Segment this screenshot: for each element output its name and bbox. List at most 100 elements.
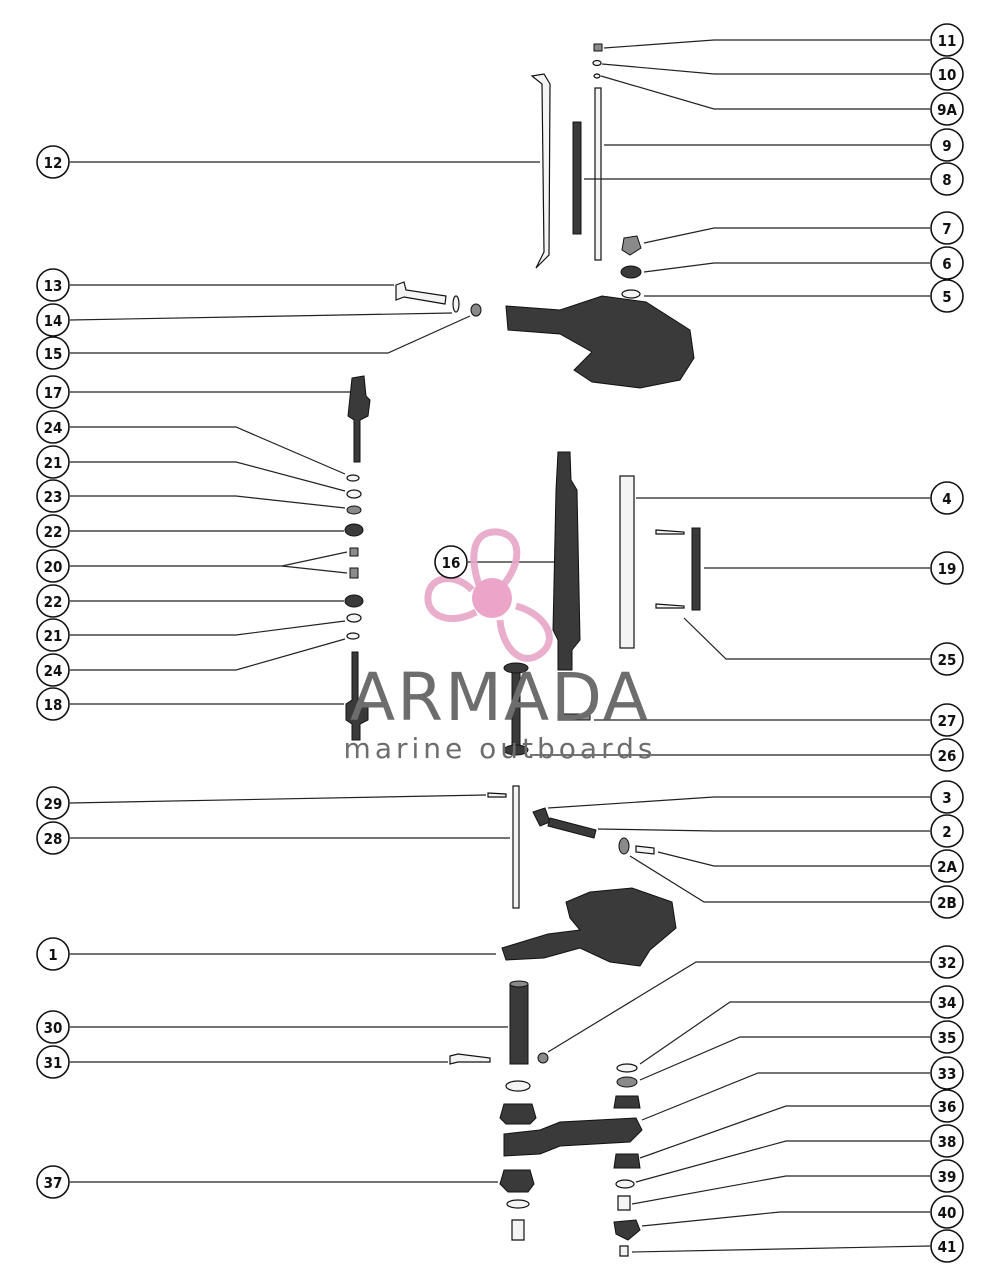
callout-circle — [930, 945, 964, 979]
callout-39: 39 — [930, 1159, 964, 1193]
callout-8: 8 — [930, 162, 964, 196]
callout-2b: 2B — [930, 885, 964, 919]
callout-14: 14 — [36, 303, 70, 337]
callout-label: 24 — [44, 662, 63, 680]
callout-label: 40 — [938, 1204, 957, 1222]
part-26-cap-top — [503, 662, 529, 674]
part-32-nut — [537, 1052, 549, 1064]
leader-24b — [70, 638, 346, 671]
callout-label: 3 — [942, 789, 951, 807]
callout-label: 12 — [44, 154, 63, 172]
part-9-rod — [594, 87, 602, 261]
callout-label: 37 — [44, 1174, 63, 1192]
part-8-grip — [572, 121, 582, 235]
callout-5: 5 — [930, 279, 964, 313]
callout-label: 11 — [938, 32, 957, 50]
part-36-bushing — [613, 1095, 641, 1109]
leader-21b — [70, 620, 346, 636]
callout-label: 13 — [44, 277, 63, 295]
callout-circle — [36, 1165, 70, 1199]
callout-15: 15 — [36, 336, 70, 370]
part-2b-washer — [618, 837, 630, 855]
callout-24a: 24 — [36, 410, 70, 444]
armada-watermark: ARMADA marine outboards — [344, 528, 652, 765]
part-mount-washer-bottom — [506, 1199, 530, 1209]
propeller-icon — [424, 528, 553, 662]
callout-circle — [36, 653, 70, 687]
callout-label: 36 — [938, 1098, 957, 1116]
leader-9a — [600, 75, 930, 110]
leader-36 — [639, 1105, 930, 1159]
callout-label: 2 — [942, 823, 951, 841]
callout-25: 25 — [930, 642, 964, 676]
leader-29 — [69, 794, 487, 804]
callout-circle — [36, 1045, 70, 1079]
part-34-washer — [616, 1063, 638, 1073]
callout-circle — [36, 479, 70, 513]
callout-21a: 21 — [36, 445, 70, 479]
callout-23: 23 — [36, 479, 70, 513]
callout-circle — [930, 279, 964, 313]
callout-22b: 22 — [36, 584, 70, 618]
part-30-tube-top — [509, 980, 529, 988]
callout-label: 9A — [937, 101, 957, 119]
callout-label: 39 — [938, 1168, 957, 1186]
callout-label: 34 — [938, 994, 957, 1012]
callout-6: 6 — [930, 246, 964, 280]
callout-label: 21 — [44, 454, 63, 472]
part-38-bushing — [613, 1153, 641, 1169]
part-1-bracket — [501, 887, 677, 967]
callout-17: 17 — [36, 375, 70, 409]
part-6-bushing — [620, 265, 642, 279]
callout-circle — [930, 57, 964, 91]
callout-18: 18 — [36, 687, 70, 721]
part-27-spring — [557, 713, 591, 721]
callout-label: 33 — [938, 1065, 957, 1083]
callout-layer: 11109A9876512131415172421232220222124181… — [36, 23, 964, 1263]
callout-circle — [930, 211, 964, 245]
callout-circle — [434, 545, 468, 579]
callout-label: 7 — [942, 220, 951, 238]
callout-9: 9 — [930, 128, 964, 162]
callout-circle — [36, 687, 70, 721]
callout-label: 21 — [44, 627, 63, 645]
leader-23 — [70, 495, 346, 509]
callout-circle — [36, 445, 70, 479]
callout-circle — [930, 1195, 964, 1229]
callout-label: 32 — [938, 954, 957, 972]
callout-13: 13 — [36, 268, 70, 302]
callout-22a: 22 — [36, 514, 70, 548]
part-28-rod — [512, 785, 520, 909]
callout-circle — [930, 92, 964, 126]
callout-4: 4 — [930, 481, 964, 515]
callout-circle — [36, 549, 70, 583]
callout-7: 7 — [930, 211, 964, 245]
callout-9a: 9A — [930, 92, 964, 126]
part-mount-bolt — [511, 1219, 525, 1241]
callout-circle — [930, 780, 964, 814]
callout-circle — [36, 618, 70, 652]
part-7-nut — [621, 235, 642, 256]
callout-circle — [930, 1056, 964, 1090]
part-2-pin — [547, 817, 597, 839]
callout-label: 2B — [937, 894, 957, 912]
part-upper-bracket — [505, 295, 695, 389]
callout-circle — [36, 268, 70, 302]
callout-label: 23 — [44, 488, 63, 506]
callout-2: 2 — [930, 814, 964, 848]
part-14-washer — [452, 295, 460, 313]
callout-circle — [930, 162, 964, 196]
callout-28: 28 — [36, 821, 70, 855]
callout-circle — [36, 937, 70, 971]
callout-label: 22 — [44, 593, 63, 611]
callout-circle — [36, 303, 70, 337]
leader-25 — [683, 617, 930, 660]
callout-2a: 2A — [930, 849, 964, 883]
callout-37: 37 — [36, 1165, 70, 1199]
callout-label: 18 — [44, 696, 63, 714]
callout-circle — [930, 849, 964, 883]
part-13-bolt — [395, 281, 447, 305]
callout-label: 29 — [44, 795, 63, 813]
part-35-washer — [616, 1076, 638, 1088]
callout-circle — [930, 885, 964, 919]
